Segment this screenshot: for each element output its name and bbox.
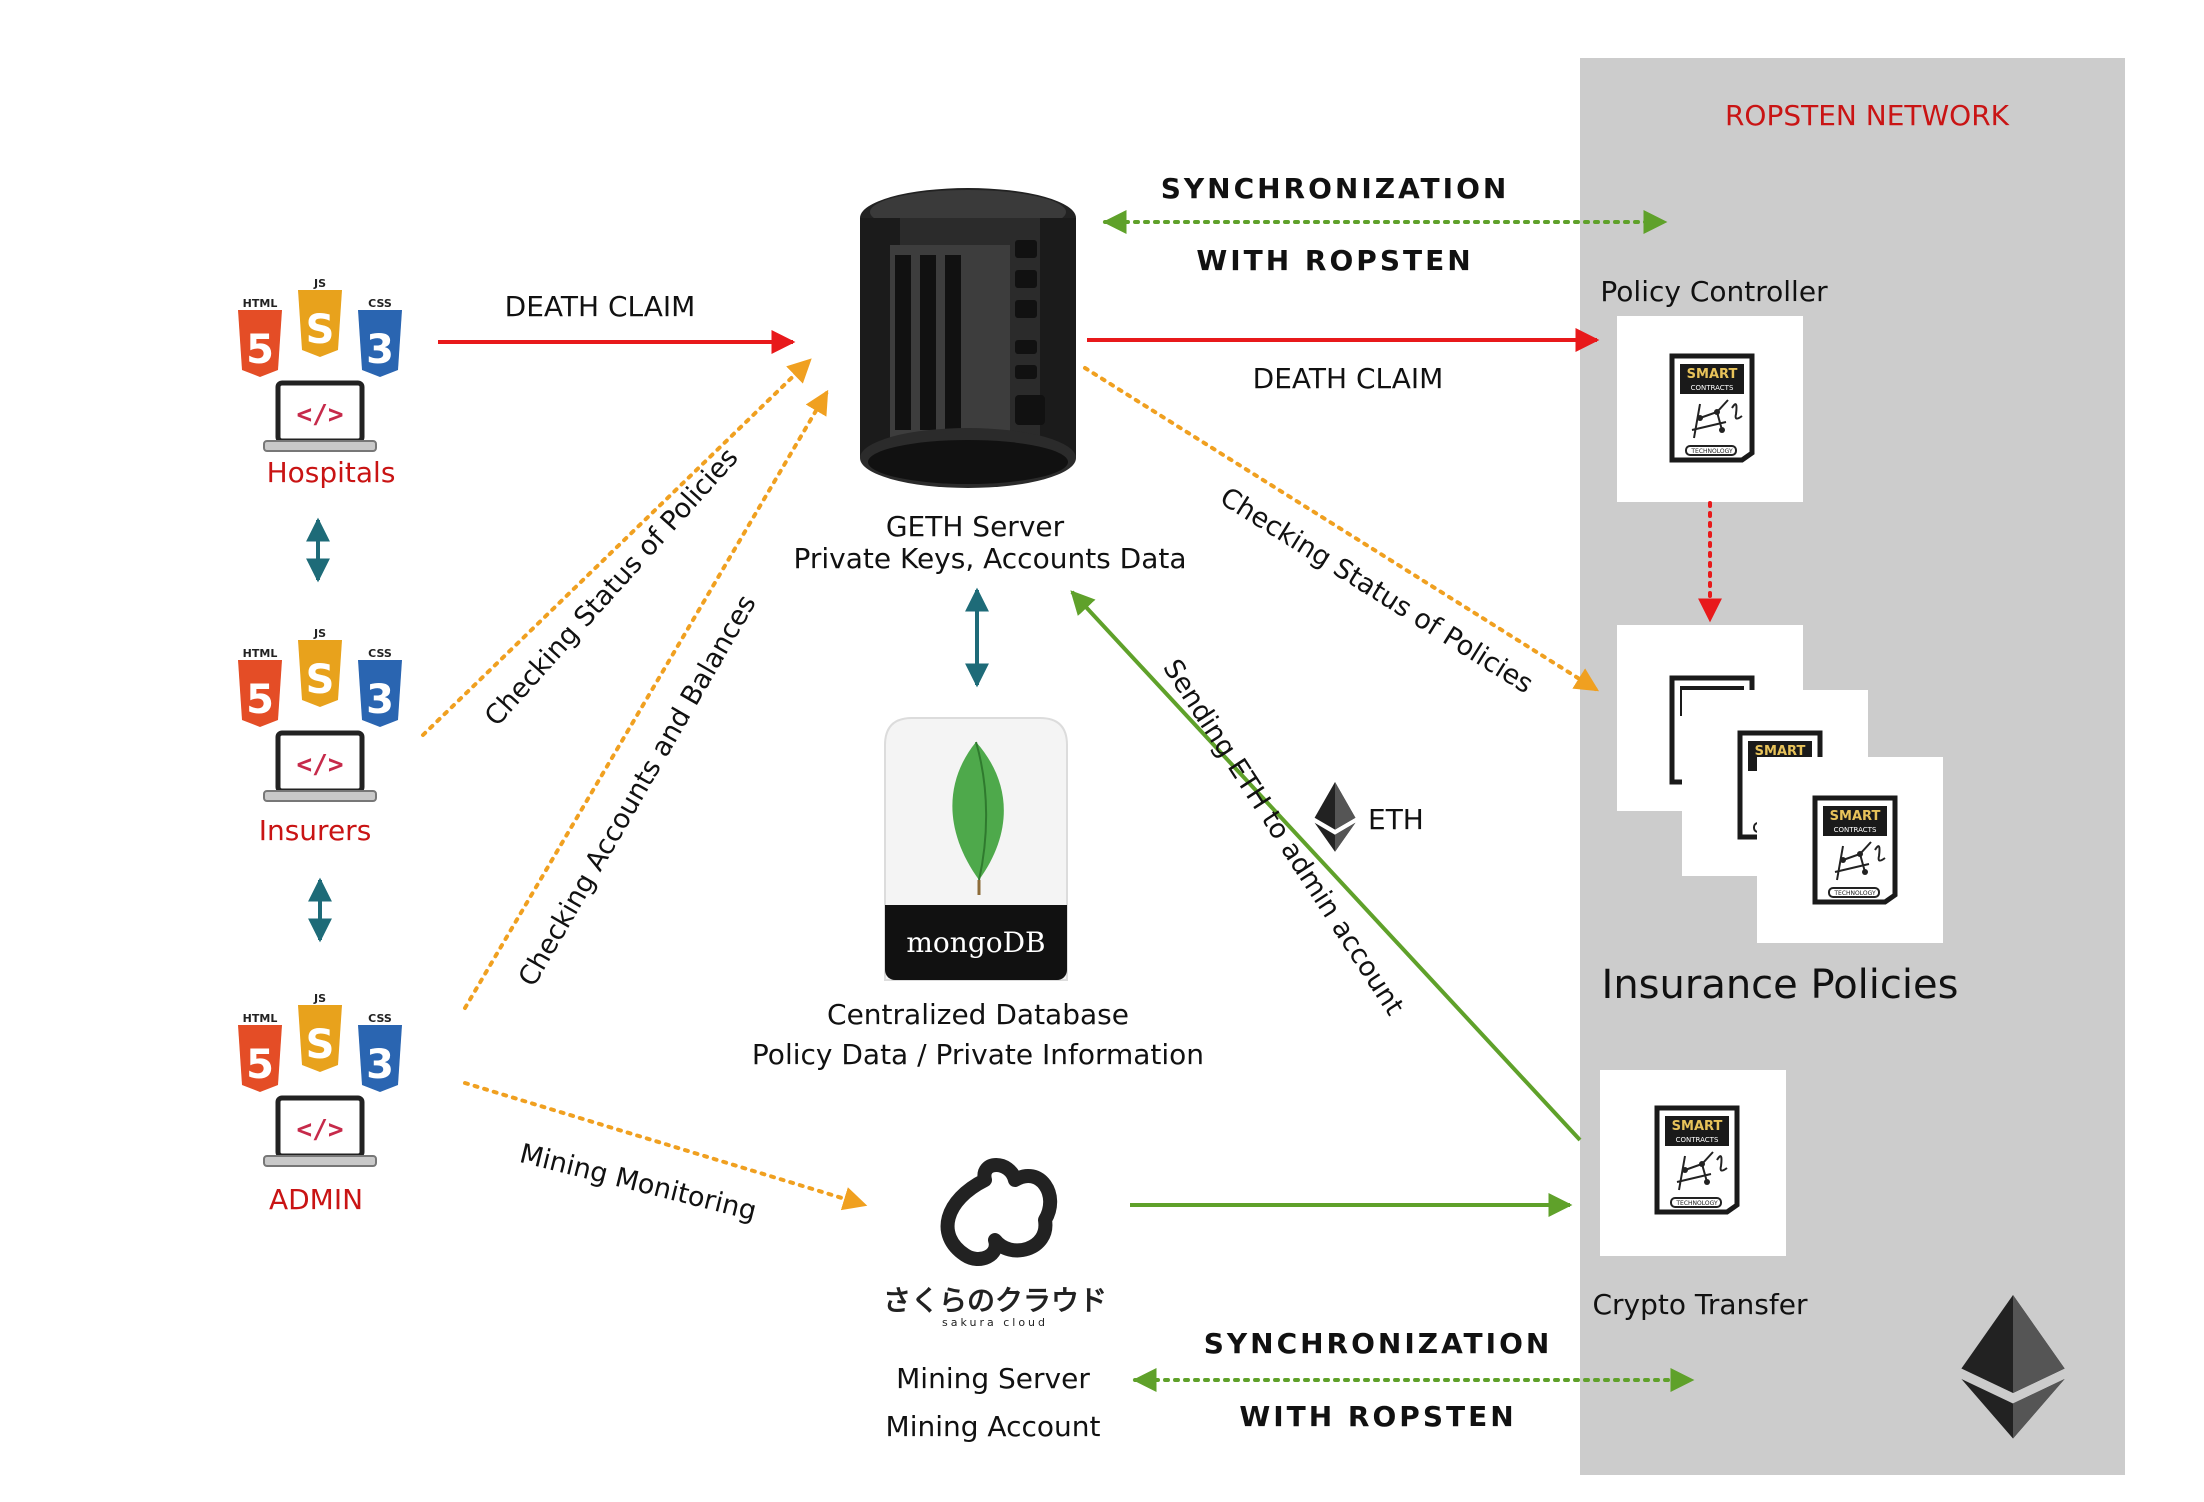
mining-monitoring-label: Mining Monitoring (517, 1138, 760, 1227)
geth-server-icon[interactable] (850, 172, 1087, 512)
geth-server-subtitle: Private Keys, Accounts Data (793, 542, 1186, 575)
database-title: Centralized Database (827, 998, 1129, 1031)
mining-monitoring-arrow (463, 1081, 868, 1211)
mongodb-icon[interactable]: mongoDB (884, 717, 1068, 981)
insurance-policies-stack[interactable] (1617, 625, 1943, 943)
crypto-transfer-label: Crypto Transfer (1592, 1288, 1807, 1321)
sync-top-line2: WITH ROPSTEN (1196, 244, 1473, 277)
eth-label: ETH (1368, 803, 1424, 836)
policy-controller-label: Policy Controller (1600, 275, 1828, 308)
mining-server-subtitle: Mining Account (886, 1410, 1101, 1443)
web-client-icon (238, 277, 402, 451)
mining-server-title: Mining Server (896, 1362, 1090, 1395)
checking-status-right-arrow (1083, 366, 1600, 692)
death-claim-right-label: DEATH CLAIM (1253, 362, 1444, 395)
death-claim-left-label: DEATH CLAIM (505, 290, 696, 323)
smart-contract-icon (1815, 798, 1895, 902)
sakura-logo-subtext: sakura cloud (942, 1316, 1048, 1329)
smart-contract-icon (1672, 356, 1752, 460)
web-client-icon (238, 992, 402, 1166)
crypto-transfer-contract[interactable] (1600, 1070, 1786, 1256)
smart-contract-icon (1657, 1108, 1737, 1212)
sakura-cloud-icon[interactable]: さくらのクラウド sakura cloud (883, 1158, 1107, 1329)
sending-eth-label: Sending ETH to admin account (1157, 654, 1410, 1021)
database-subtitle: Policy Data / Private Information (752, 1038, 1204, 1071)
mongodb-logo-text: mongoDB (906, 926, 1045, 959)
admin-client[interactable] (238, 992, 402, 1166)
ropsten-network-title: ROPSTEN NETWORK (1725, 99, 2010, 132)
web-client-icon (238, 627, 402, 801)
insurers-label: Insurers (259, 814, 372, 847)
sakura-logo-text: さくらのクラウド (883, 1284, 1107, 1317)
insurers-client[interactable] (238, 627, 402, 801)
checking-accounts-arrow (463, 389, 829, 1010)
hospitals-client[interactable] (238, 277, 402, 451)
sync-bottom-line1: SYNCHRONIZATION (1204, 1327, 1553, 1360)
hospitals-label: Hospitals (267, 456, 396, 489)
admin-label: ADMIN (269, 1183, 363, 1216)
sync-bottom-line2: WITH ROPSTEN (1239, 1400, 1516, 1433)
policy-controller-contract[interactable] (1617, 316, 1803, 502)
sync-top-line1: SYNCHRONIZATION (1161, 172, 1510, 205)
checking-status-left-arrow (421, 358, 812, 737)
insurance-policies-label: Insurance Policies (1602, 962, 1959, 1008)
geth-server-title: GETH Server (886, 510, 1065, 543)
checking-status-right-label: Checking Status of Policies (1215, 482, 1539, 700)
eth-small-icon (1314, 782, 1356, 852)
sending-eth-arrow (1070, 590, 1582, 1142)
